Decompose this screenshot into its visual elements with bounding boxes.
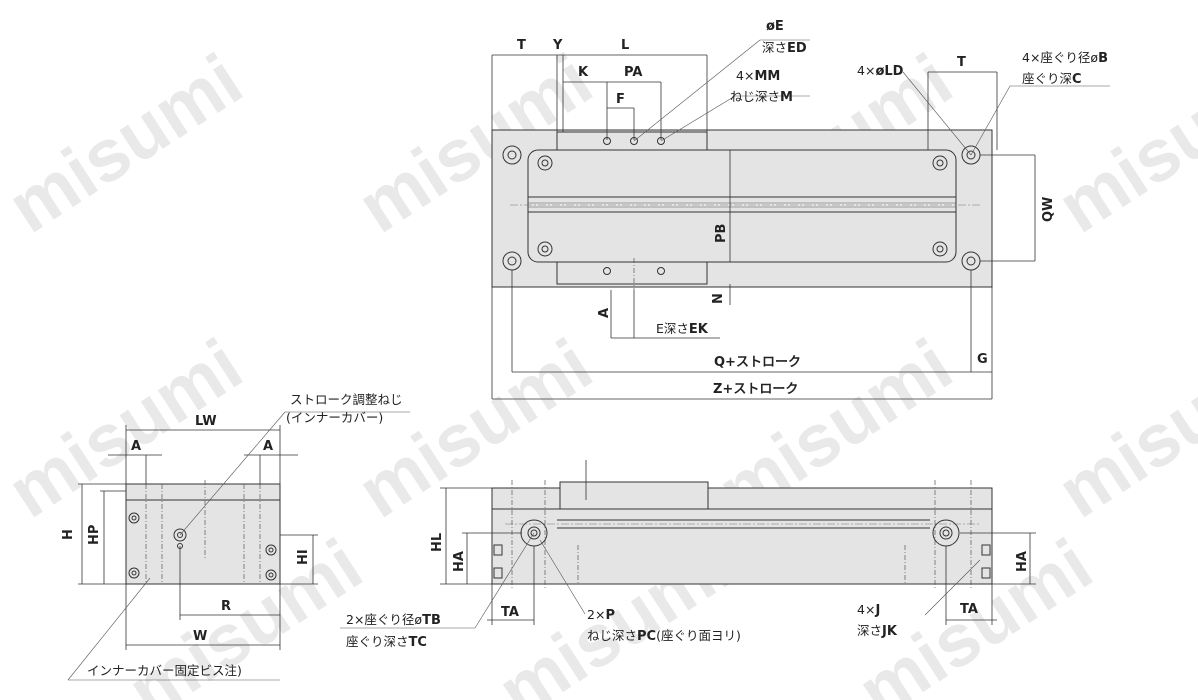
- dim-label-hl: HL: [430, 533, 445, 552]
- side-bolt: [265, 569, 277, 581]
- side-bolt: [128, 567, 140, 579]
- dim-label-k: K: [578, 65, 589, 80]
- note-stroke-screw: ストローク調整ねじ: [290, 392, 403, 407]
- dim-label-f: F: [616, 92, 625, 107]
- dim-label-g: G: [977, 352, 988, 367]
- inner-hole: [537, 155, 553, 171]
- note-j: 4×J: [857, 602, 880, 618]
- note-ed: 深さED: [762, 40, 807, 56]
- side-view: [67, 411, 410, 681]
- note-c: 座ぐり深C: [1022, 71, 1082, 87]
- dim-label-pb: PB: [714, 224, 729, 243]
- dim-label-hi: HI: [296, 549, 311, 565]
- note-tb: 2×座ぐり径øTB: [346, 612, 441, 628]
- inner-hole: [932, 241, 948, 257]
- dim-label-ta1: TA: [501, 605, 519, 620]
- dim-label-ha1: HA: [452, 551, 467, 572]
- inner-hole: [932, 155, 948, 171]
- dim-label-pa: PA: [624, 65, 642, 80]
- dim-label-n: N: [711, 293, 726, 304]
- thread-hole: [603, 267, 611, 275]
- dim-label-w: W: [193, 629, 207, 644]
- front-table: [559, 481, 709, 510]
- side-bolt: [265, 544, 277, 556]
- mount-hole: [502, 145, 522, 165]
- dim-label-t: T: [517, 38, 526, 53]
- dim-label-ha2: HA: [1015, 551, 1030, 572]
- table-top-block: [556, 131, 708, 151]
- thread-hole: [657, 267, 665, 275]
- guide-body: [527, 149, 957, 263]
- dim-label-q: Q+ストローク: [714, 355, 801, 370]
- dim-label-t2: T: [957, 55, 966, 70]
- note-m: ねじ深さM: [730, 89, 793, 105]
- table-bottom-block: [556, 261, 708, 285]
- dim-label-lw: LW: [195, 414, 217, 429]
- dim-label-a1: A: [597, 308, 612, 318]
- note-mm: 4×MM: [736, 68, 780, 84]
- note-inner-cover-screw: インナーカバー固定ビス注): [87, 663, 242, 678]
- dim-label-l: L: [621, 38, 629, 53]
- dim-label-a3: A: [263, 439, 273, 454]
- inner-hole: [537, 241, 553, 257]
- dim-label-y: Y: [552, 38, 563, 53]
- note-p: 2×P: [587, 607, 615, 623]
- dim-label-a2: A: [131, 439, 141, 454]
- dim-label-oe: øE: [766, 19, 784, 34]
- dim-label-ta2: TA: [960, 602, 978, 617]
- side-body: [125, 483, 281, 585]
- dim-label-hp: HP: [87, 525, 102, 545]
- note-jk: 深さJK: [857, 623, 898, 639]
- side-bolt: [128, 512, 140, 524]
- note-ek: E深さEK: [656, 321, 709, 337]
- watermark-text: misumi: [1044, 323, 1198, 534]
- dim-label-qw: QW: [1041, 197, 1056, 222]
- dim-label-z: Z+ストローク: [713, 382, 798, 397]
- dim-label-h: H: [61, 529, 76, 540]
- note-b: 4×座ぐり径øB: [1022, 50, 1108, 66]
- note-ld: 4×øLD: [857, 63, 904, 79]
- note-pc: ねじ深さPC(座ぐり面ヨリ): [587, 628, 741, 644]
- front-view: [340, 460, 1036, 629]
- stroke-adjust-screw: [173, 528, 187, 542]
- note-tc: 座ぐり深さTC: [346, 634, 427, 650]
- top-view: [491, 39, 1110, 400]
- dim-label-r: R: [221, 599, 231, 614]
- dimension-labels: T Y L K PA F øE 深さED 4×MM ねじ深さM 4×øLD T …: [61, 19, 1108, 678]
- watermark-text: misumi: [1044, 38, 1198, 249]
- watermark-text: misumi: [0, 38, 256, 249]
- note-inner-cover: (インナーカバー): [286, 410, 383, 425]
